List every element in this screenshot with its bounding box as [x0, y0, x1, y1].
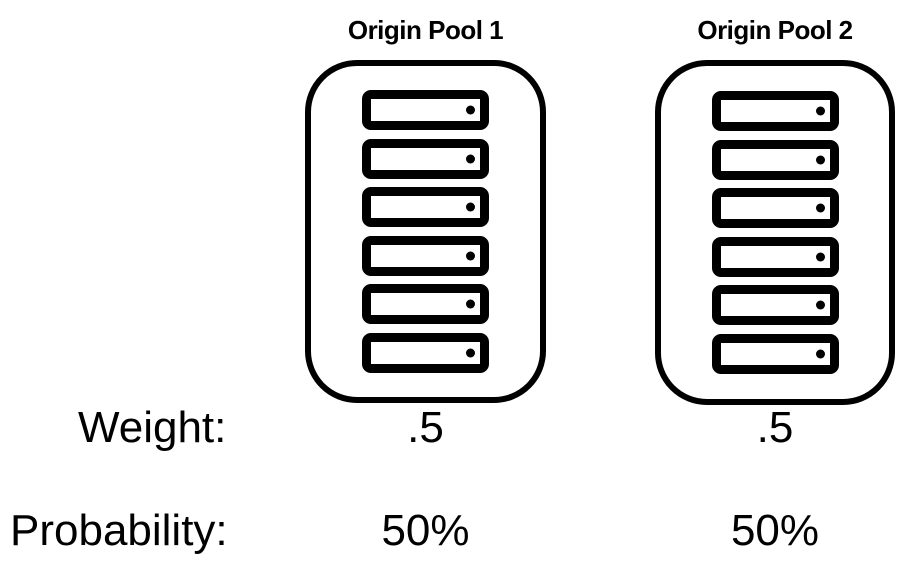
server-led-dot-icon — [815, 349, 825, 359]
server-icon — [362, 187, 489, 228]
origin-pool-2-box — [655, 60, 895, 405]
server-led-dot-icon — [466, 154, 475, 164]
server-icon — [362, 90, 489, 131]
probability-row-label: Probability: — [10, 506, 228, 555]
server-led-dot-icon — [815, 106, 825, 116]
pool-1-probability-value: 50% — [381, 506, 470, 555]
pool-2-weight-value: .5 — [756, 403, 794, 452]
server-led-dot-icon — [815, 300, 825, 310]
server-led-dot-icon — [815, 203, 825, 213]
pool-1-weight-value: .5 — [407, 403, 444, 452]
server-led-dot-icon — [466, 202, 475, 212]
server-icon — [711, 139, 839, 180]
server-icon — [711, 333, 839, 374]
server-icon — [711, 236, 839, 277]
weight-row-label: Weight: — [78, 403, 227, 452]
server-led-dot-icon — [815, 155, 825, 165]
server-icon — [362, 235, 489, 276]
origin-pool-2-title: Origin Pool 2 — [697, 15, 853, 45]
server-led-dot-icon — [466, 105, 475, 115]
origin-pool-1-title: Origin Pool 1 — [347, 15, 504, 45]
server-led-dot-icon — [815, 252, 825, 262]
server-icon — [362, 332, 489, 373]
origin-pool-1-box — [305, 60, 546, 403]
server-led-dot-icon — [466, 299, 475, 309]
server-led-dot-icon — [466, 251, 475, 261]
pool-2-probability-value: 50% — [730, 506, 820, 555]
server-icon — [711, 188, 839, 229]
server-icon — [711, 91, 839, 132]
server-icon — [711, 285, 839, 326]
server-icon — [362, 138, 489, 179]
server-led-dot-icon — [466, 348, 475, 358]
server-icon — [362, 284, 489, 325]
